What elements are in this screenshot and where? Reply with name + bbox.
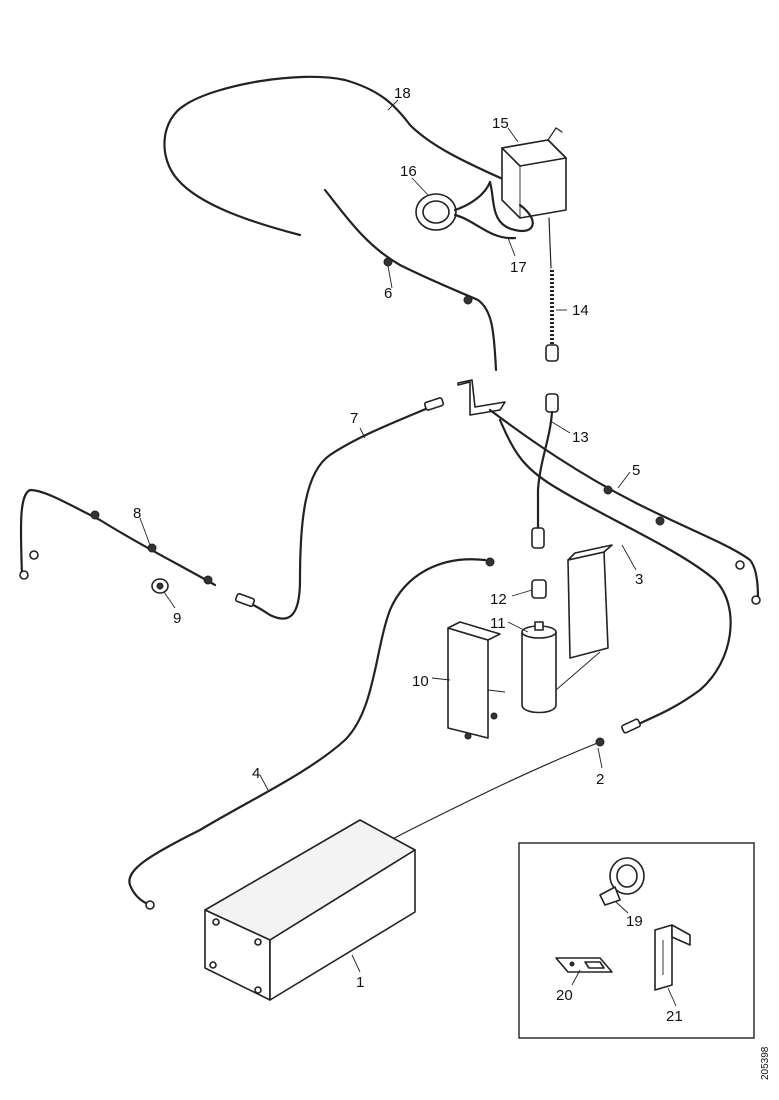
callout-8: 8 <box>133 505 141 522</box>
connector-7b <box>234 592 256 608</box>
cable-7 <box>236 401 442 620</box>
component-12 <box>531 579 547 599</box>
callout-7: 7 <box>350 410 358 427</box>
lamp-16 <box>415 193 457 231</box>
leader-lines <box>139 99 677 1007</box>
connector-13b <box>531 527 545 549</box>
bracket-7 <box>457 379 506 416</box>
plate-20 <box>555 957 613 973</box>
cable-5 <box>488 408 760 602</box>
callout-1: 1 <box>356 974 364 991</box>
inset-frame <box>518 842 755 1039</box>
cable-18 <box>163 75 507 237</box>
cable-17 <box>453 180 534 233</box>
cable-13 <box>536 410 554 530</box>
callout-2: 2 <box>596 771 604 788</box>
callout-9: 9 <box>173 610 181 627</box>
callout-21: 21 <box>666 1008 683 1025</box>
callout-17: 17 <box>510 259 527 276</box>
bracket-10 <box>447 621 506 740</box>
callout-12: 12 <box>490 591 507 608</box>
callout-10: 10 <box>412 673 429 690</box>
cable-4 <box>128 558 487 907</box>
callout-14: 14 <box>572 302 589 319</box>
callout-18: 18 <box>394 85 411 102</box>
grommet-9 <box>151 578 169 594</box>
cable-6 <box>323 188 498 372</box>
connector-14 <box>545 344 559 362</box>
connector-13 <box>545 393 559 413</box>
callout-13: 13 <box>572 429 589 446</box>
document-id: 205398 <box>760 1046 771 1080</box>
callout-5: 5 <box>632 462 640 479</box>
cable-from-box-15 <box>548 217 552 269</box>
callout-11: 11 <box>490 615 506 632</box>
connector-7 <box>423 397 445 411</box>
callout-4: 4 <box>252 765 260 782</box>
callout-3: 3 <box>635 571 643 588</box>
bracket-21 <box>654 924 691 991</box>
clamp-19 <box>599 857 645 906</box>
callout-16: 16 <box>400 163 417 180</box>
callout-20: 20 <box>556 987 573 1004</box>
canister-11 <box>521 621 557 714</box>
bracket-panel <box>555 544 613 691</box>
junction-box-15 <box>501 127 567 219</box>
cable-8 <box>19 488 217 587</box>
callout-6: 6 <box>384 285 392 302</box>
connector-3 <box>621 718 641 734</box>
battery-box-1 <box>204 819 416 1001</box>
callout-15: 15 <box>492 115 509 132</box>
cable-3 <box>498 418 732 730</box>
callout-19: 19 <box>626 913 643 930</box>
